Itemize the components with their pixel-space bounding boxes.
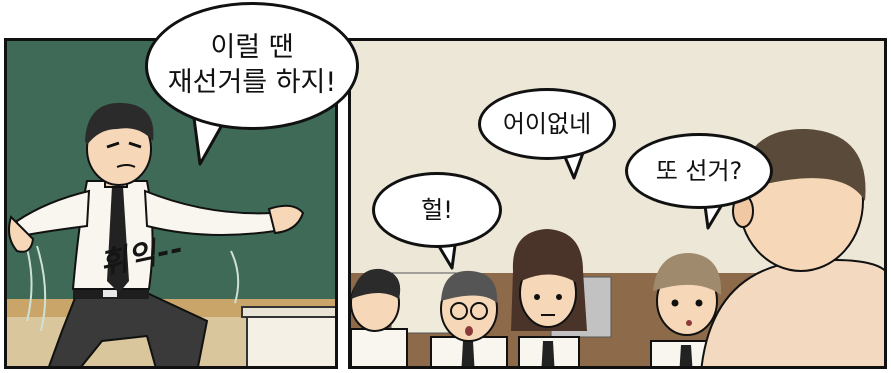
teacher-mouth [116, 164, 136, 168]
belt-buckle [103, 289, 117, 297]
speech-line-1: 이럴 땐 [210, 32, 294, 64]
teacher-hand-back [8, 215, 35, 253]
teacher-eye-right [128, 141, 142, 149]
teacher-tie [107, 186, 129, 293]
teacher-eye-left [106, 141, 120, 149]
teacher-hair [85, 102, 154, 145]
teacher-hand-forward [267, 204, 305, 235]
speech-tail-main [192, 118, 228, 166]
speech-bubble-ridiculous: 어이없네 [478, 88, 616, 160]
speech-text-wow: 헐! [421, 195, 453, 224]
speech-bubble-reelection: 이럴 땐 재선거를 하지! [145, 2, 359, 130]
students-scene [351, 41, 884, 366]
speech-bubble-election-again: 또 선거? [625, 133, 773, 209]
speech-line-2: 재선거를 하지! [167, 67, 337, 98]
teacher-desk [246, 312, 335, 366]
student-girl [511, 229, 587, 366]
speech-text-election-again: 또 선거? [655, 156, 743, 185]
student-light-hair [650, 253, 726, 366]
student-far-left [351, 268, 408, 366]
student-with-glasses [430, 270, 508, 366]
speech-text-ridiculous: 어이없네 [502, 109, 592, 138]
teacher-trousers [48, 292, 209, 366]
speech-bubble-wow: 헐! [372, 172, 502, 248]
teacher-back-view [700, 128, 884, 366]
desk-top [241, 306, 335, 318]
